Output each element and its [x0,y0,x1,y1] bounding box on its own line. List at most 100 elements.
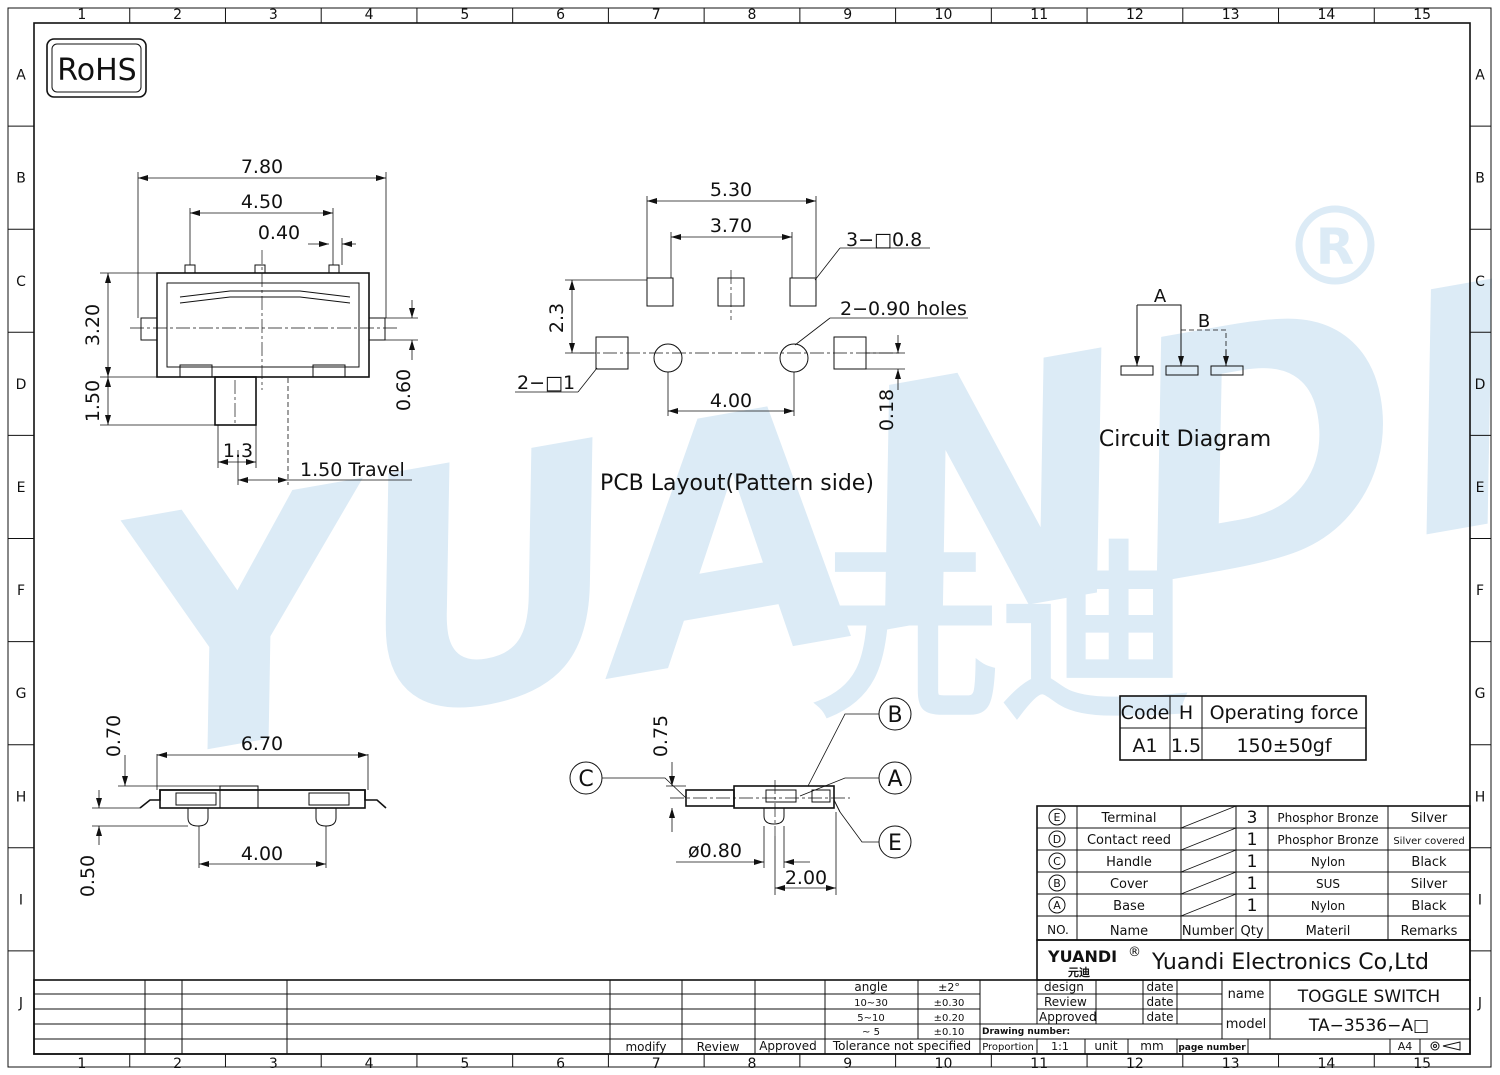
dim-070: 0.70 [103,715,125,757]
grid-col-top-4: 4 [365,7,374,23]
dim-400-side: 4.00 [241,843,283,865]
bom-material: Nylon [1311,855,1345,869]
grid-col-bottom-9: 9 [843,1056,852,1072]
bom-header-no: NO. [1047,923,1069,937]
grid-row-right-H: H [1475,789,1486,805]
company-block: YUANDI ® 元迪 Yuandi Electronics Co,Ltd [1036,939,1471,981]
grid-col-bottom-2: 2 [173,1056,182,1072]
review-col-label: Review [697,1040,740,1054]
grid-col-top-14: 14 [1317,7,1335,23]
bom-no: D [1053,833,1061,846]
dim-530: 5.30 [710,179,752,201]
grid-col-top-3: 3 [269,7,278,23]
rohs-badge: RoHS [46,38,147,98]
bom-no: B [1053,877,1061,890]
bom-qty: 3 [1247,808,1258,828]
dim-450: 4.50 [241,191,283,213]
grid-col-bottom-5: 5 [460,1056,469,1072]
tol-range-3: ~ 5 [862,1027,880,1038]
bom-remarks: Silver covered [1393,836,1464,847]
grid-col-bottom-3: 3 [269,1056,278,1072]
force-code: A1 [1132,735,1157,757]
grid-row-right-J: J [1477,995,1482,1011]
pad3-label: 3−□0.8 [846,229,922,251]
grid-col-top-8: 8 [748,7,757,23]
circuit-b: B [1198,311,1210,332]
pcb-layout: 5.30 3.70 3−□0.8 2.3 2−0.90 holes 2−□1 4… [515,179,968,496]
tol-range-0: angle [854,980,887,994]
rohs-label: RoHS [57,53,136,88]
size-label: A4 [1398,1040,1413,1053]
grid-col-bottom-6: 6 [556,1056,565,1072]
bom-name: Cover [1110,877,1149,892]
modify-label: modify [625,1040,666,1054]
date-label-3: date [1146,1010,1173,1024]
dim-travel: 1.50 Travel [300,459,405,481]
circuit-title: Circuit Diagram [1099,427,1271,452]
approved-col-label: Approved [759,1039,817,1053]
model-value: TA−3536−A□ [1308,1016,1429,1036]
unit-label: unit [1094,1039,1118,1053]
callout-b: B [887,703,902,728]
date-label-1: date [1146,980,1173,994]
grid-col-bottom-13: 13 [1222,1056,1240,1072]
dim-200: 2.00 [785,867,827,889]
bom-remarks: Black [1411,855,1447,870]
tol-value-0: ±2° [938,981,960,994]
bom-no: E [1054,811,1061,824]
grid-row-left-I: I [19,892,23,908]
top-view: 7.80 4.50 0.40 3.20 1.50 0.60 1.3 1.50 T… [82,156,418,485]
callout-e: E [888,831,902,856]
dim-080: ø0.80 [688,840,742,862]
projection-icon [1430,1041,1461,1051]
bom-no-circle [1048,896,1066,914]
grid-col-bottom-10: 10 [935,1056,953,1072]
grid-col-top-10: 10 [935,7,953,23]
grid-col-bottom-8: 8 [748,1056,757,1072]
bom-header-remarks: Remarks [1401,924,1458,939]
bom-no-circle [1048,852,1066,870]
company-logo: YUANDI [1047,947,1117,966]
grid-col-top-5: 5 [460,7,469,23]
svg-text:R: R [1316,218,1355,276]
grid-col-top-7: 7 [652,7,661,23]
grid-col-top-1: 1 [77,7,86,23]
force-table: Code H Operating force A1 1.5 150±50gf [1119,695,1367,761]
grid-row-right-F: F [1476,583,1484,599]
grid-row-left-E: E [17,480,26,496]
grid-col-bottom-12: 12 [1126,1056,1144,1072]
bom-no-circle [1048,808,1066,826]
bom-remarks: Silver [1411,877,1448,892]
bom-no: C [1053,855,1061,868]
company-logo-reg: ® [1128,945,1141,960]
pcb-title: PCB Layout(Pattern side) [600,471,874,496]
proportion-label: Proportion [982,1042,1034,1053]
bom-remarks: Silver [1411,811,1448,826]
grid-col-bottom-11: 11 [1030,1056,1048,1072]
tol-range-2: 5~10 [857,1013,884,1024]
grid-row-right-E: E [1476,480,1485,496]
title-block: angle ±2° 10~30 ±0.30 5~10 ±0.20 ~ 5 ±0.… [33,979,1471,1055]
tol-value-2: ±0.20 [934,1013,965,1024]
dim-060: 0.60 [393,369,415,411]
grid-row-right-B: B [1475,171,1485,187]
company-name: Yuandi Electronics Co,Ltd [1151,950,1429,975]
tol-value-3: ±0.10 [934,1027,965,1038]
circuit-diagram: A B Circuit Diagram [1099,286,1271,452]
dim-040: 0.40 [258,222,300,244]
dim-670: 6.70 [241,733,283,755]
bom-qty: 1 [1247,830,1258,850]
grid-col-bottom-14: 14 [1317,1056,1335,1072]
grid-col-top-6: 6 [556,7,565,23]
force-header-h: H [1179,702,1193,724]
force-header-force: Operating force [1210,702,1359,724]
holes-label: 2−0.90 holes [840,298,967,320]
bom-name: Terminal [1101,811,1157,826]
bom-name: Base [1113,899,1145,914]
bom-qty: 1 [1247,874,1258,894]
bom-header-name: Name [1110,924,1148,939]
force-h: 1.5 [1171,735,1201,757]
side-view: 6.70 4.00 0.70 0.50 [77,715,387,897]
callout-a: A [887,767,902,792]
grid-row-right-G: G [1475,686,1486,702]
